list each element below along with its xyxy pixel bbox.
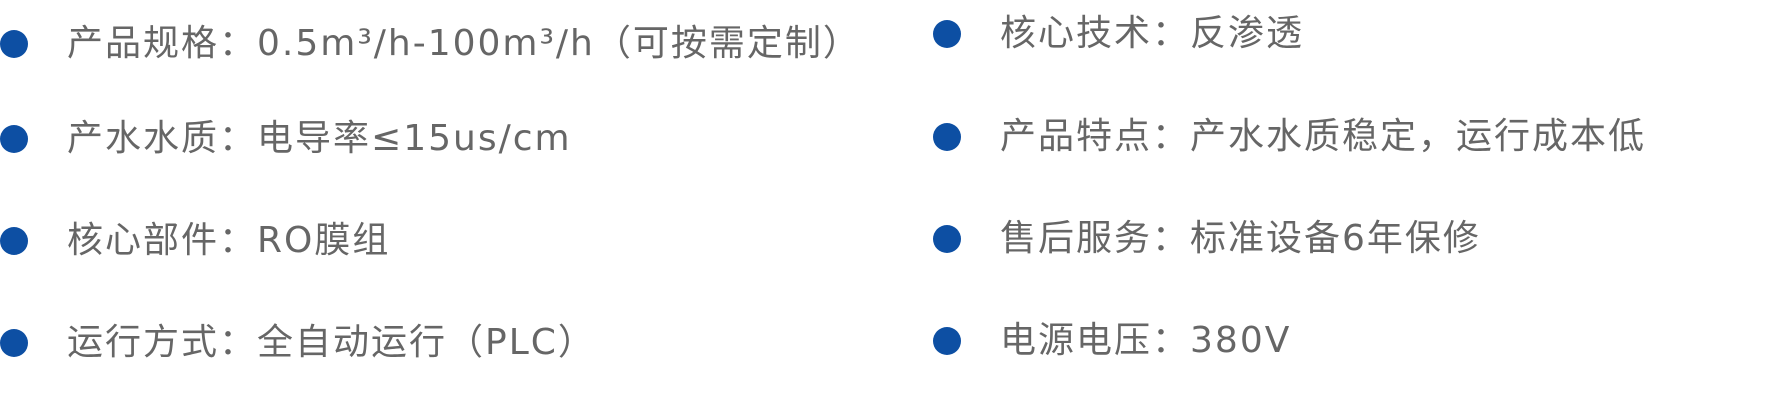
spec-value: 0.5m³/h-100m³/h（可按需定制） <box>257 23 861 64</box>
spec-item-product-features: 产品特点：产水水质稳定，运行成本低 <box>933 107 1646 167</box>
spec-text: 电源电压：380V <box>1000 311 1291 371</box>
spec-value: 标准设备6年保修 <box>1190 218 1481 259</box>
spec-value: RO膜组 <box>257 220 391 261</box>
spec-text: 产水水质：电导率≤15us/cm <box>67 109 572 169</box>
spec-label: 电源电压 <box>1000 320 1153 361</box>
bullet-dot-icon <box>933 20 961 48</box>
spec-label: 运行方式 <box>67 322 220 363</box>
spec-separator: ： <box>219 23 258 64</box>
spec-item-core-technology: 核心技术：反渗透 <box>933 4 1304 64</box>
spec-separator: ： <box>219 322 258 363</box>
spec-text: 产品特点：产水水质稳定，运行成本低 <box>1000 107 1646 167</box>
spec-separator: ： <box>1152 320 1191 361</box>
spec-value: 产水水质稳定，运行成本低 <box>1190 116 1647 157</box>
spec-label: 核心部件 <box>67 220 220 261</box>
bullet-dot-icon <box>0 329 28 357</box>
spec-text: 运行方式：全自动运行（PLC） <box>67 313 596 373</box>
spec-item-product-spec: 产品规格：0.5m³/h-100m³/h（可按需定制） <box>0 14 861 74</box>
spec-item-operation-mode: 运行方式：全自动运行（PLC） <box>0 313 596 373</box>
spec-value: 反渗透 <box>1190 13 1305 54</box>
spec-item-after-sales: 售后服务：标准设备6年保修 <box>933 209 1481 269</box>
spec-label: 售后服务 <box>1000 218 1153 259</box>
spec-item-water-quality: 产水水质：电导率≤15us/cm <box>0 109 572 169</box>
spec-value: 380V <box>1190 320 1292 361</box>
bullet-dot-icon <box>0 227 28 255</box>
spec-separator: ： <box>1152 13 1191 54</box>
spec-label: 产品规格 <box>67 23 220 64</box>
spec-item-power-voltage: 电源电压：380V <box>933 311 1291 371</box>
bullet-dot-icon <box>933 225 961 253</box>
spec-text: 售后服务：标准设备6年保修 <box>1000 209 1481 269</box>
spec-text: 核心技术：反渗透 <box>1000 4 1304 64</box>
bullet-dot-icon <box>933 123 961 151</box>
spec-text: 核心部件：RO膜组 <box>67 211 390 271</box>
spec-label: 核心技术 <box>1000 13 1153 54</box>
bullet-dot-icon <box>0 125 28 153</box>
spec-text: 产品规格：0.5m³/h-100m³/h（可按需定制） <box>67 14 861 74</box>
bullet-dot-icon <box>933 327 961 355</box>
spec-label: 产品特点 <box>1000 116 1153 157</box>
spec-separator: ： <box>1152 218 1191 259</box>
spec-item-core-component: 核心部件：RO膜组 <box>0 211 390 271</box>
spec-separator: ： <box>219 220 258 261</box>
spec-value: 全自动运行（PLC） <box>257 322 596 363</box>
spec-separator: ： <box>1152 116 1191 157</box>
spec-value: 电导率≤15us/cm <box>257 118 572 159</box>
bullet-dot-icon <box>0 30 28 58</box>
spec-separator: ： <box>219 118 258 159</box>
spec-label: 产水水质 <box>67 118 220 159</box>
